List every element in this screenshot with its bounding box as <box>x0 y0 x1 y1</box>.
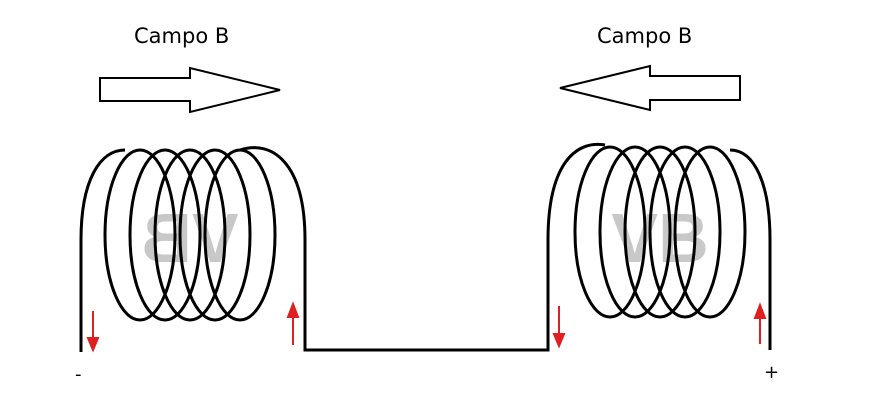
current-arrow-up-icon <box>753 302 767 319</box>
current-arrows <box>86 301 767 353</box>
left-coil <box>79 142 772 352</box>
field-arrow-right <box>99 66 281 114</box>
current-arrow-up-icon <box>286 301 300 318</box>
field-arrow-left <box>559 64 741 112</box>
field-label-left: Campo B <box>134 24 230 48</box>
field-label-right: Campo B <box>597 24 693 48</box>
minus-terminal-label: - <box>75 364 82 385</box>
current-arrow-down-icon <box>86 337 100 353</box>
current-arrow-down-icon <box>552 333 566 349</box>
plus-terminal-label: + <box>764 362 780 383</box>
